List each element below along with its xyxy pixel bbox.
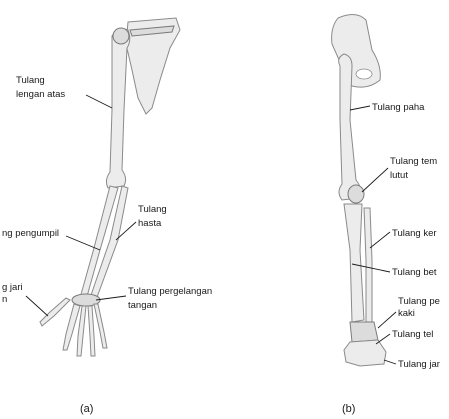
foot-bones xyxy=(344,340,386,366)
ankle-bones xyxy=(350,322,378,342)
leader-shin xyxy=(370,232,390,248)
label-toe: Tulang jar xyxy=(398,359,440,370)
leader-kneecap xyxy=(362,168,388,192)
humerus-head xyxy=(113,28,129,44)
upper-arm-bone xyxy=(106,29,129,188)
label-wrist-line2: tangan xyxy=(128,300,157,311)
label-kneecap-line2: lutut xyxy=(390,170,408,181)
leader-finger xyxy=(26,296,48,316)
leader-toe xyxy=(384,360,396,364)
label-heel: Tulang tel xyxy=(392,329,433,340)
leg-illustration xyxy=(332,14,386,366)
leader-thigh xyxy=(350,106,370,110)
leader-wrist xyxy=(96,296,126,300)
label-kneecap-line1: Tulang tem xyxy=(390,156,437,167)
label-radius-line2: hasta xyxy=(138,218,162,229)
label-finger-line2: n xyxy=(2,294,7,305)
label-finger-line1: g jari xyxy=(2,282,23,293)
pelvis-hole xyxy=(356,69,372,79)
label-upper-arm-line1: Tulang xyxy=(16,75,45,86)
leader-ankle xyxy=(378,312,396,328)
pelvis xyxy=(332,14,381,87)
kneecap-bone xyxy=(348,185,364,203)
fibula-bone xyxy=(364,208,372,322)
label-thigh: Tulang paha xyxy=(372,102,425,113)
label-shin: Tulang ker xyxy=(392,228,437,239)
caption-b: (b) xyxy=(342,403,355,415)
caption-a: (a) xyxy=(80,403,93,415)
label-ulna: ng pengumpil xyxy=(2,228,59,239)
hand-bones xyxy=(40,298,107,356)
leader-upper-arm xyxy=(86,95,112,108)
label-ankle-line1: Tulang pe xyxy=(398,296,440,307)
arm-illustration xyxy=(40,18,180,356)
label-wrist-line1: Tulang pergelangan xyxy=(128,286,212,297)
label-ankle-line2: kaki xyxy=(398,308,415,319)
label-fibula: Tulang bet xyxy=(392,267,437,278)
label-radius-line1: Tulang xyxy=(138,204,167,215)
label-upper-arm-line2: lengan atas xyxy=(16,89,65,100)
shin-bone xyxy=(344,204,364,322)
